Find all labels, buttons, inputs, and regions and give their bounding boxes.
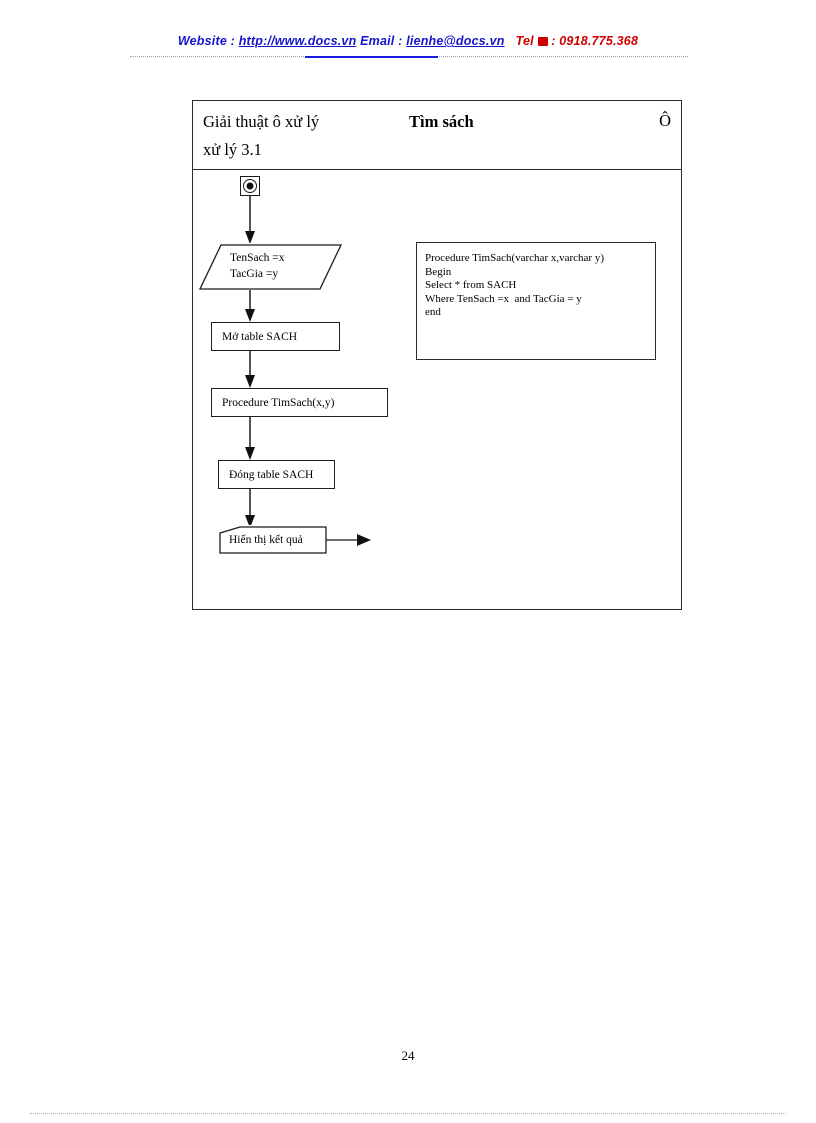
- open-table-node[interactable]: Mở table SACH: [211, 322, 340, 351]
- tel-label: Tel: [515, 34, 534, 48]
- telephone-icon: [537, 37, 548, 46]
- sql-code-annotation-text: Procedure TimSach(varchar x,varchar y) B…: [425, 252, 604, 318]
- sql-code-annotation-node[interactable]: Procedure TimSach(varchar x,varchar y) B…: [416, 242, 656, 360]
- email-address-link[interactable]: lienhe@docs.vn: [406, 34, 505, 48]
- website-url-link[interactable]: http://www.docs.vn: [238, 34, 357, 48]
- close-table-node-label: Đóng table SACH: [229, 468, 314, 481]
- website-label: Website :: [177, 34, 236, 48]
- start-node-icon[interactable]: [240, 176, 260, 196]
- procedure-call-node[interactable]: Procedure TimSach(x,y): [211, 388, 388, 417]
- header-divider-underline: [305, 56, 438, 58]
- connector-open-table-to-procedure: [244, 351, 258, 389]
- flowchart-frame: Giải thuật ô xử lý xử lý 3.1 Tìm sách Ô …: [192, 100, 682, 610]
- close-table-node[interactable]: Đóng table SACH: [218, 460, 335, 489]
- flowchart-canvas: TenSach =x TacGia =y Mở table SACH Proce…: [193, 170, 681, 608]
- page-header-banner: Website : http://www.docs.vn Email : lie…: [0, 32, 816, 58]
- title-right-label: Ô: [659, 111, 671, 130]
- tel-separator: :: [551, 34, 556, 48]
- title-left-line-2: xử lý 3.1: [203, 140, 262, 159]
- connector-input-to-open-table: [244, 290, 258, 324]
- start-ring-icon: [243, 179, 257, 193]
- connector-start-to-input: [244, 196, 258, 246]
- connector-procedure-to-close-table: [244, 417, 258, 461]
- tel-number: 0918.775.368: [559, 34, 639, 48]
- procedure-call-node-label: Procedure TimSach(x,y): [222, 396, 335, 409]
- display-result-node-label: Hiển thị kết quả: [229, 534, 303, 546]
- page-number: 24: [401, 1048, 415, 1063]
- flowchart-title-bar: Giải thuật ô xử lý xử lý 3.1 Tìm sách Ô: [193, 101, 681, 170]
- input-node-label: TenSach =x TacGia =y: [230, 250, 285, 282]
- footer-divider-rule: [30, 1113, 786, 1114]
- title-left-line-1: Giải thuật ô xử lý: [203, 112, 320, 131]
- input-parallelogram-node[interactable]: TenSach =x TacGia =y: [198, 243, 343, 291]
- start-dot-icon: [246, 182, 254, 190]
- open-table-node-label: Mở table SACH: [222, 330, 298, 343]
- input-node-line-1: TenSach =x: [230, 252, 285, 264]
- connector-display-to-end: [326, 532, 374, 548]
- email-label: Email: [360, 34, 395, 48]
- email-separator: :: [398, 34, 403, 48]
- connector-close-table-to-display: [244, 489, 258, 529]
- title-center-label: Tìm sách: [409, 112, 474, 131]
- display-result-node[interactable]: Hiển thị kết quả: [218, 525, 328, 555]
- input-node-line-2: TacGia =y: [230, 268, 279, 280]
